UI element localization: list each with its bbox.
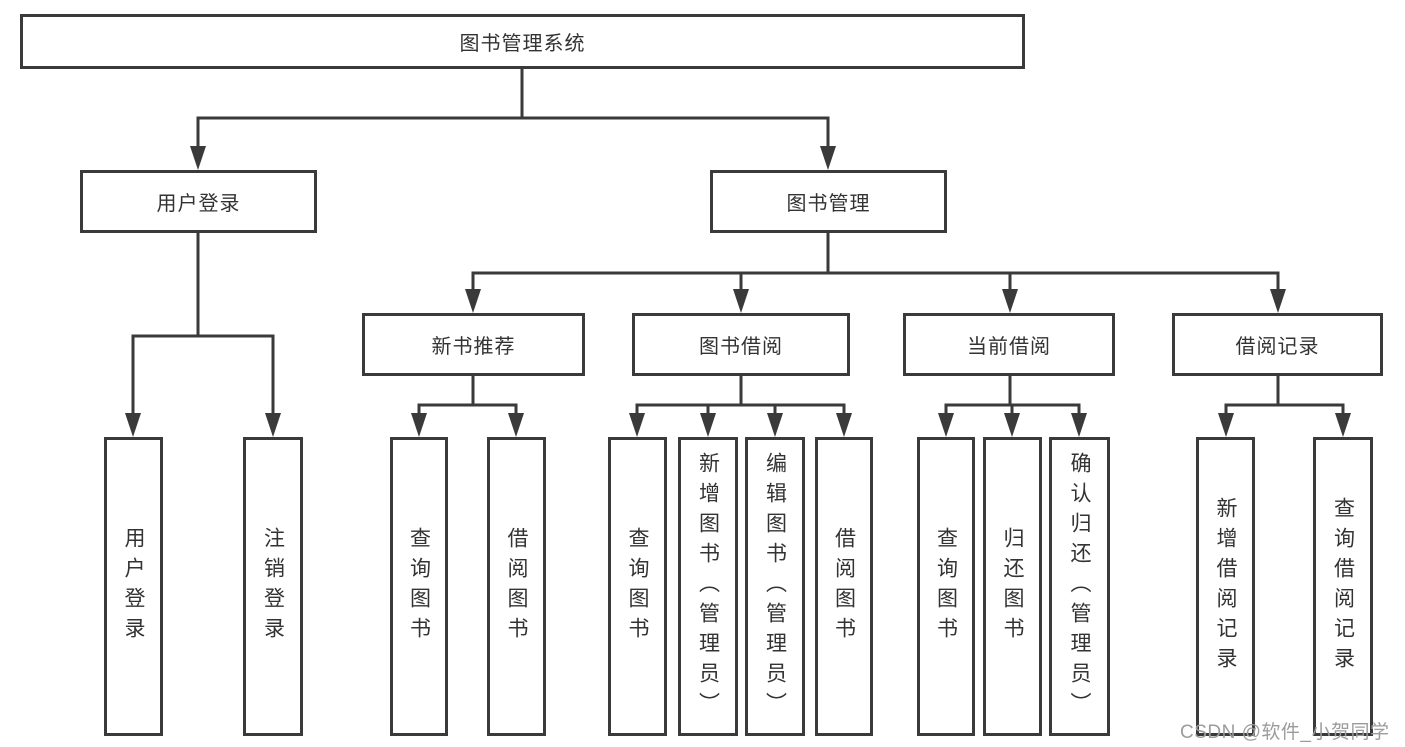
node-book-mgmt: 图书管理: [710, 170, 947, 233]
leaf-bb-borrow-books: 借阅图书: [815, 437, 873, 736]
node-label: 确认归还（管理员）: [1068, 451, 1091, 722]
node-book-borrow: 图书借阅: [632, 313, 850, 376]
connector-current-borrow-children: [938, 376, 1087, 437]
arrowhead-icon: [938, 413, 954, 437]
arrowhead-icon: [1335, 413, 1351, 437]
node-label: 借阅图书: [832, 526, 856, 647]
arrowhead-icon: [1270, 289, 1286, 313]
arrowhead-icon: [1071, 413, 1087, 437]
node-label: 新增借阅记录: [1214, 496, 1237, 677]
leaf-logout: 注销登录: [243, 437, 303, 736]
arrowhead-icon: [700, 413, 716, 437]
leaf-bb-edit-book-admin: 编辑图书（管理员）: [745, 437, 805, 736]
arrowhead-icon: [190, 146, 206, 170]
connector-book-borrow-children: [629, 376, 852, 437]
arrowhead-icon: [767, 413, 783, 437]
leaf-br-query-record: 查询借阅记录: [1313, 437, 1373, 736]
node-label: 查询借阅记录: [1331, 496, 1355, 677]
arrowhead-icon: [1002, 289, 1018, 313]
node-user-login: 用户登录: [80, 170, 317, 233]
connector-user-login-children: [125, 233, 281, 437]
csdn-watermark: CSDN @软件_小贺同学: [1180, 722, 1390, 743]
node-root: 图书管理系统: [20, 14, 1025, 69]
node-label: 查询图书: [934, 526, 958, 647]
node-label: 借阅记录: [1235, 336, 1320, 358]
node-label: 新书推荐: [431, 336, 516, 358]
node-label: 图书借阅: [699, 336, 783, 358]
leaf-bb-add-book-admin: 新增图书（管理员）: [678, 437, 738, 736]
node-label: 图书管理: [786, 193, 871, 215]
arrowhead-icon: [465, 289, 481, 313]
connector-book-mgmt-to-level3: [465, 233, 1286, 313]
node-new-book-rec: 新书推荐: [362, 313, 585, 376]
connector-borrow-records-children: [1218, 376, 1351, 437]
leaf-cb-query-books: 查询图书: [917, 437, 975, 736]
arrowhead-icon: [629, 413, 645, 437]
arrowhead-icon: [1004, 413, 1020, 437]
arrowhead-icon: [411, 413, 427, 437]
leaf-cb-confirm-return-admin: 确认归还（管理员）: [1049, 437, 1110, 736]
node-borrow-records: 借阅记录: [1172, 313, 1383, 376]
node-label: 用户登录: [156, 193, 241, 215]
connector-new-book-rec-children: [411, 376, 524, 437]
node-label: 查询图书: [626, 526, 649, 647]
node-label: 当前借阅: [967, 336, 1051, 358]
leaf-cb-return-books: 归还图书: [983, 437, 1042, 736]
arrowhead-icon: [508, 413, 524, 437]
node-label: 编辑图书（管理员）: [763, 451, 787, 722]
connector-root-to-level2: [190, 68, 836, 170]
node-label: 图书管理系统: [459, 33, 586, 55]
arrowhead-icon: [125, 413, 141, 437]
node-label: 注销登录: [261, 526, 285, 647]
leaf-user-login: 用户登录: [104, 437, 163, 736]
leaf-nbr-borrow-books: 借阅图书: [487, 437, 546, 736]
leaf-bb-query-books: 查询图书: [608, 437, 667, 736]
arrowhead-icon: [820, 146, 836, 170]
arrowhead-icon: [1218, 413, 1234, 437]
node-current-borrow: 当前借阅: [903, 313, 1115, 376]
node-label: 新增图书（管理员）: [696, 451, 720, 722]
arrowhead-icon: [836, 413, 852, 437]
node-label: 用户登录: [122, 526, 145, 647]
node-label: 归还图书: [1001, 526, 1024, 647]
leaf-nbr-query-books: 查询图书: [390, 437, 448, 736]
leaf-br-add-record: 新增借阅记录: [1196, 437, 1255, 736]
node-label: 查询图书: [407, 526, 431, 647]
arrowhead-icon: [265, 413, 281, 437]
arrowhead-icon: [733, 289, 749, 313]
node-label: 借阅图书: [505, 526, 528, 647]
